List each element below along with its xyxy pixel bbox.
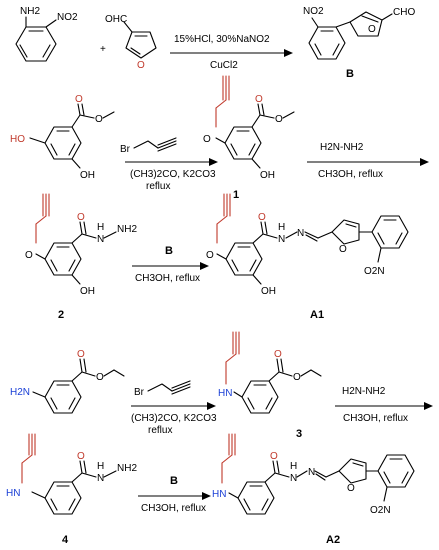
- row3-arrow-condensation: B CH3OH, reflux: [132, 245, 209, 284]
- carbonyl-oxygen-label: O: [77, 349, 85, 360]
- row1-arrow: 15%HCl, 30%NaNO2 CuCl2: [170, 34, 293, 71]
- hydrazine-label: H2N-NH2: [320, 142, 364, 153]
- reflux-label: reflux: [148, 425, 172, 436]
- methanol-reflux-conditions: CH3OH, reflux: [318, 169, 383, 180]
- ether-oxygen-label: O: [206, 250, 214, 261]
- hydrazine-label: H2N-NH2: [342, 386, 386, 397]
- compound-3-structure: HN O O 3: [218, 331, 322, 440]
- aldehyde-group-label: OHC: [105, 14, 127, 25]
- compound-B-structure: NO2 O CHO B: [303, 6, 415, 80]
- compound-A2-structure: HN O H N N O O2N A2: [212, 433, 415, 546]
- row1-reactant-furfural: OHC O: [105, 14, 157, 71]
- nitro-group-label: O2N: [364, 266, 385, 277]
- phenol-hydroxyl-label: OH: [80, 170, 95, 181]
- nitro-group-label: NO2: [303, 6, 324, 17]
- compound-A1-structure: O O H N N O OH O2N A1: [206, 193, 409, 321]
- furan-oxygen-label: O: [339, 244, 347, 255]
- amide-hydrogen-label: H: [97, 222, 104, 233]
- hydroxyl-label: HO: [10, 134, 25, 145]
- carbonyl-oxygen-label: O: [255, 94, 263, 105]
- ether-oxygen-label: O: [203, 134, 211, 145]
- plus-sign: +: [100, 44, 106, 55]
- compound-label-3: 3: [296, 428, 302, 440]
- secondary-amine-label: HN: [212, 489, 226, 500]
- compound-label-A2: A2: [326, 534, 340, 546]
- reagent-B-label: B: [170, 475, 178, 487]
- carbonyl-oxygen-label: O: [77, 451, 85, 462]
- ester-oxygen-label: O: [275, 114, 283, 125]
- carbonyl-oxygen-label: O: [274, 349, 282, 360]
- ester-oxygen-label: O: [293, 372, 301, 383]
- methanol-reflux-conditions: CH3OH, reflux: [141, 503, 206, 514]
- furan-oxygen-label: O: [137, 60, 145, 71]
- ether-oxygen-label: O: [25, 250, 33, 261]
- secondary-amine-label: HN: [218, 388, 232, 399]
- compound-4-structure: HN O H N NH2 4: [6, 433, 137, 546]
- nitro-group-label: O2N: [370, 505, 391, 516]
- row4-arrow-alkylation: Br (CH3)2CO, K2CO3 reflux: [131, 380, 217, 436]
- carbonyl-oxygen-label: O: [270, 451, 278, 462]
- reagent-B-label: B: [165, 245, 173, 257]
- compound-label-A1: A1: [310, 309, 324, 321]
- row5-arrow-condensation: B CH3OH, reflux: [138, 475, 211, 514]
- bromide-label: Br: [134, 387, 145, 398]
- diazotization-conditions: 15%HCl, 30%NaNO2: [174, 34, 270, 45]
- carbonyl-oxygen-label: O: [75, 94, 83, 105]
- phenol-hydroxyl-label: OH: [260, 170, 275, 181]
- amide-hydrogen-label: H: [290, 461, 297, 472]
- nitro-group-label: NO2: [57, 12, 78, 23]
- methanol-reflux-conditions: CH3OH, reflux: [343, 413, 408, 424]
- amino-group-label: NH2: [20, 6, 40, 17]
- phenol-hydroxyl-label: OH: [261, 286, 276, 297]
- ester-oxygen-label: O: [95, 114, 103, 125]
- compound-1-structure: O O O OH 1: [203, 75, 295, 201]
- amide-hydrogen-label: H: [97, 461, 104, 472]
- furan-oxygen-label: O: [368, 24, 376, 35]
- ester-oxygen-label: O: [96, 372, 104, 383]
- row1-reactant-2-nitroaniline: NH2 NO2: [15, 6, 78, 62]
- compound-label-1: 1: [233, 189, 239, 201]
- amide-nitrogen-label: N: [278, 234, 285, 245]
- imine-nitrogen-label: N: [308, 467, 315, 478]
- imine-nitrogen-label: N: [297, 228, 304, 239]
- compound-2-structure: O O H N NH2 OH 2: [25, 193, 137, 321]
- secondary-amine-label: HN: [6, 488, 20, 499]
- methanol-reflux-conditions: CH3OH, reflux: [135, 273, 200, 284]
- row4-arrow-hydrazinolysis: H2N-NH2 CH3OH, reflux: [335, 386, 433, 424]
- reflux-label: reflux: [146, 181, 170, 192]
- aldehyde-group-label: CHO: [393, 7, 415, 18]
- row4-start-ethyl-3-aminobenzoate: H2N O O: [10, 349, 125, 414]
- amino-group-label: H2N: [10, 387, 30, 398]
- amide-nitrogen-label: N: [97, 473, 104, 484]
- solvent-base-conditions: (CH3)2CO, K2CO3: [131, 413, 217, 424]
- row2-start-methyl-salicylate: HO O O OH: [10, 94, 115, 181]
- row2-arrow-alkylation: Br (CH3)2CO, K2CO3 reflux: [120, 137, 218, 192]
- amide-nitrogen-label: N: [97, 234, 104, 245]
- copper-catalyst-label: CuCl2: [210, 60, 238, 71]
- phenol-hydroxyl-label: OH: [80, 286, 95, 297]
- amide-hydrogen-label: H: [278, 222, 285, 233]
- bromide-label: Br: [120, 144, 131, 155]
- compound-label-B: B: [346, 68, 354, 80]
- terminal-amine-label: NH2: [117, 224, 137, 235]
- compound-label-2: 2: [58, 309, 64, 321]
- amide-nitrogen-label: N: [290, 473, 297, 484]
- compound-label-4: 4: [62, 534, 69, 546]
- furan-oxygen-label: O: [347, 483, 355, 494]
- terminal-amine-label: NH2: [117, 463, 137, 474]
- carbonyl-oxygen-label: O: [77, 212, 85, 223]
- carbonyl-oxygen-label: O: [258, 212, 266, 223]
- row2-arrow-hydrazinolysis: H2N-NH2 CH3OH, reflux: [307, 142, 429, 180]
- solvent-base-conditions: (CH3)2CO, K2CO3: [130, 169, 216, 180]
